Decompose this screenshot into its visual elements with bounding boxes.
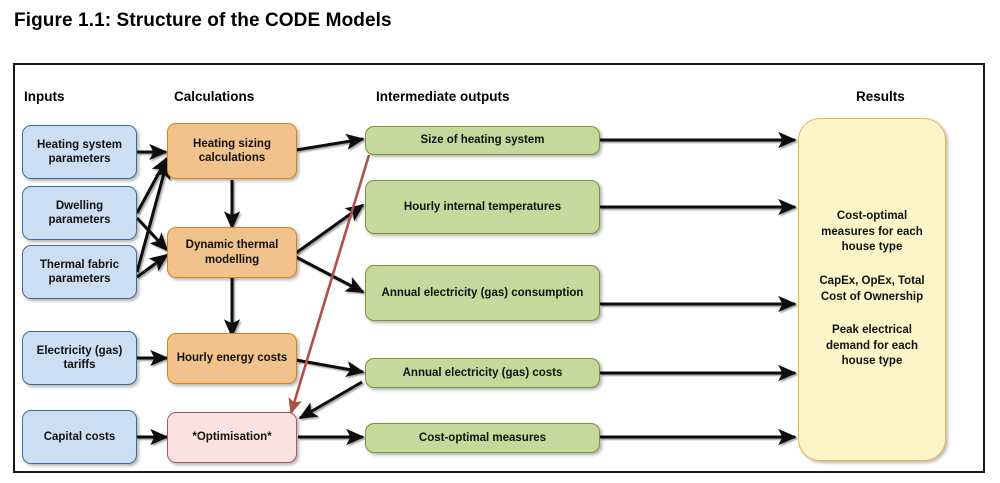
result-block-capex-opex-tco: CapEx, OpEx, Total Cost of Ownership bbox=[819, 274, 925, 303]
node-label: Dynamic thermal modelling bbox=[185, 239, 279, 266]
node-label: Annual electricity (gas) costs bbox=[402, 366, 563, 379]
node-label: Thermal fabric parameters bbox=[39, 258, 120, 285]
column-heading-calculations: Calculations bbox=[174, 89, 255, 104]
node-hourly-energy-costs[interactable]: Hourly energy costs bbox=[167, 333, 297, 384]
figure-title: Figure 1.1: Structure of the CODE Models bbox=[14, 10, 392, 31]
node-label: Capital costs bbox=[43, 430, 116, 443]
node-label: Heating sizing calculations bbox=[193, 137, 271, 164]
node-hourly-internal-temperatures[interactable]: Hourly internal temperatures bbox=[365, 180, 600, 234]
column-heading-inputs: Inputs bbox=[24, 89, 65, 104]
node-label: *Optimisation* bbox=[192, 431, 272, 444]
node-capital-costs[interactable]: Capital costs bbox=[22, 410, 137, 464]
node-heating-sizing-calculations[interactable]: Heating sizing calculations bbox=[167, 123, 297, 179]
node-annual-electricity-gas-consumption[interactable]: Annual electricity (gas) consumption bbox=[365, 265, 600, 321]
node-heating-system-parameters[interactable]: Heating system parameters bbox=[22, 125, 137, 179]
node-label: Dwelling parameters bbox=[48, 199, 111, 226]
node-label: Hourly energy costs bbox=[176, 352, 288, 365]
result-block-peak-electrical-demand: Peak electrical demand for each house ty… bbox=[825, 324, 919, 368]
results-panel[interactable]: Cost-optimal measures for each house typ… bbox=[798, 118, 946, 461]
node-dynamic-thermal-modelling[interactable]: Dynamic thermal modelling bbox=[167, 227, 297, 278]
column-heading-intermediate-outputs: Intermediate outputs bbox=[376, 89, 510, 104]
node-label: Hourly internal temperatures bbox=[403, 200, 562, 213]
node-size-of-heating-system[interactable]: Size of heating system bbox=[365, 126, 600, 155]
node-label: Cost-optimal measures bbox=[418, 431, 547, 444]
result-block-cost-optimal-measures: Cost-optimal measures for each house typ… bbox=[821, 210, 923, 254]
node-thermal-fabric-parameters[interactable]: Thermal fabric parameters bbox=[22, 245, 137, 299]
node-label: Electricity (gas) tariffs bbox=[36, 344, 123, 371]
node-optimisation[interactable]: *Optimisation* bbox=[167, 412, 297, 463]
node-label: Heating system parameters bbox=[36, 138, 122, 165]
node-electricity-gas-tariffs[interactable]: Electricity (gas) tariffs bbox=[22, 331, 137, 385]
node-label: Annual electricity (gas) consumption bbox=[381, 286, 584, 299]
node-cost-optimal-measures[interactable]: Cost-optimal measures bbox=[365, 423, 600, 453]
node-annual-electricity-gas-costs[interactable]: Annual electricity (gas) costs bbox=[365, 358, 600, 388]
column-heading-results: Results bbox=[856, 89, 905, 104]
node-dwelling-parameters[interactable]: Dwelling parameters bbox=[22, 186, 137, 240]
node-label: Size of heating system bbox=[420, 134, 545, 147]
